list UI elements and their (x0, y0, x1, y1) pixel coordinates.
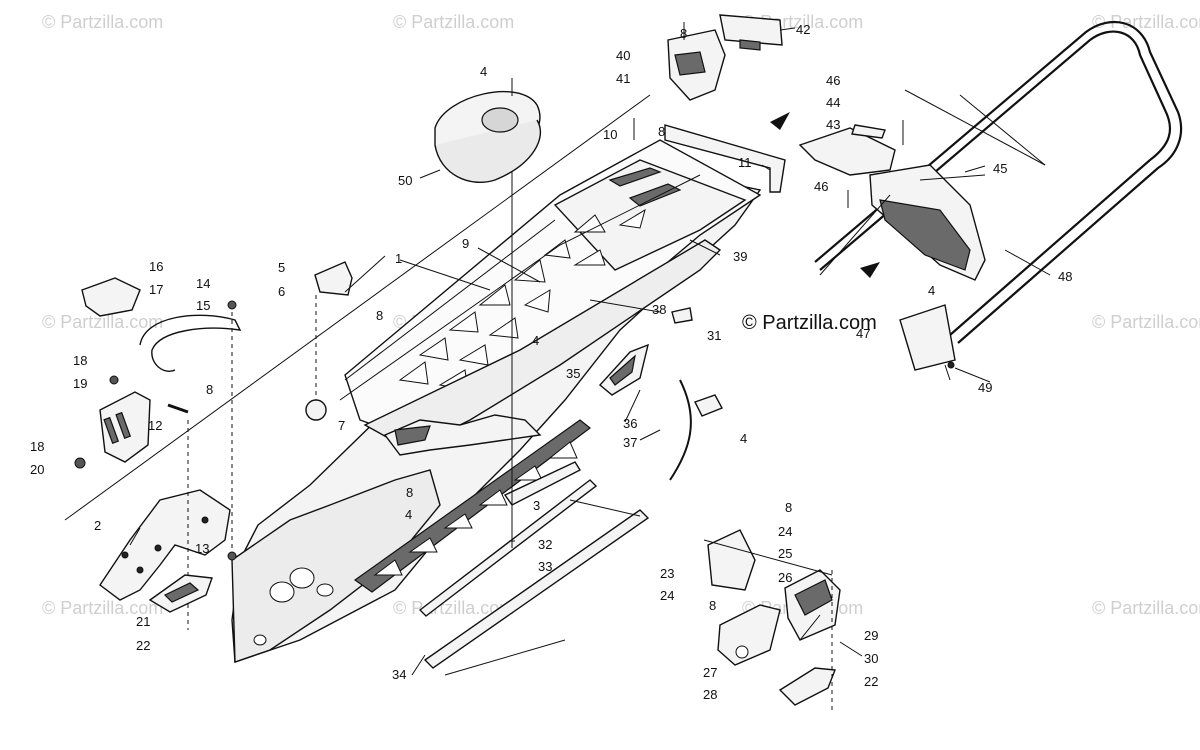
callout-24: 24 (660, 588, 674, 603)
callout-22: 22 (136, 638, 150, 653)
callout-30: 30 (864, 651, 878, 666)
tunnel-assembly (99, 118, 786, 663)
watermark-bottom-left: © Partzilla.com (42, 598, 164, 618)
callout-43: 43 (826, 117, 840, 132)
callout-37: 37 (623, 435, 637, 450)
callout-45: 45 (993, 161, 1007, 176)
callout-4: 4 (405, 507, 412, 522)
callout-46: 46 (814, 179, 828, 194)
storage-bag-part (434, 78, 542, 184)
watermark-top-center: © Partzilla.com (393, 12, 515, 32)
callout-19: 19 (73, 376, 87, 391)
callout-46: 46 (826, 73, 840, 88)
callout-9: 9 (462, 236, 469, 251)
callout-13: 13 (195, 541, 209, 556)
callout-2: 2 (94, 518, 101, 533)
callout-4: 4 (928, 283, 935, 298)
callout-7: 7 (338, 418, 345, 433)
callout-29: 29 (864, 628, 878, 643)
callout-8: 8 (206, 382, 213, 397)
callout-1: 1 (395, 251, 402, 266)
left-side-hardware (74, 261, 353, 630)
callout-38: 38 (652, 302, 666, 317)
callout-8: 8 (785, 500, 792, 515)
callout-8: 8 (680, 26, 687, 41)
callout-28: 28 (703, 687, 717, 702)
callout-23: 23 (660, 566, 674, 581)
callout-8: 8 (709, 598, 716, 613)
callout-8: 8 (376, 308, 383, 323)
callout-34: 34 (392, 667, 406, 682)
callout-8: 8 (658, 124, 665, 139)
partzilla-watermark: © Partzilla.com (742, 312, 877, 334)
callout-4: 4 (532, 333, 539, 348)
callout-41: 41 (616, 71, 630, 86)
callout-18: 18 (73, 353, 87, 368)
callout-21: 21 (136, 614, 150, 629)
callout-8: 8 (406, 485, 413, 500)
watermark-mid-left: © Partzilla.com (42, 312, 164, 332)
watermark-bottom-edge: © Partzilla.com (1092, 598, 1200, 618)
callout-36: 36 (623, 416, 637, 431)
callout-14: 14 (196, 276, 210, 291)
callout-32: 32 (538, 537, 552, 552)
callout-49: 49 (978, 380, 992, 395)
callout-11: 11 (738, 155, 752, 170)
callout-18: 18 (30, 439, 44, 454)
callout-3: 3 (533, 498, 540, 513)
cross-shaft-parts (418, 170, 650, 669)
rear-bumper-assembly (770, 20, 1183, 371)
callout-10: 10 (603, 127, 617, 142)
callout-20: 20 (30, 462, 44, 477)
callout-25: 25 (778, 546, 792, 561)
callout-4: 4 (740, 431, 747, 446)
callout-40: 40 (616, 48, 630, 63)
callout-5: 5 (278, 260, 285, 275)
callout-numbers: 1 2 3 4 4 4 4 4 5 6 7 8 8 8 8 8 8 8 9 10… (30, 22, 1072, 702)
callout-39: 39 (733, 249, 747, 264)
callout-44: 44 (826, 95, 840, 110)
callout-26: 26 (778, 570, 792, 585)
callout-22: 22 (864, 674, 878, 689)
callout-12: 12 (148, 418, 162, 433)
rear-hitch-parts (667, 14, 783, 101)
callout-31: 31 (707, 328, 721, 343)
callout-leaders (64, 27, 1051, 676)
callout-16: 16 (149, 259, 163, 274)
callout-48: 48 (1058, 269, 1072, 284)
watermark-top-left: © Partzilla.com (42, 12, 164, 32)
callout-4: 4 (480, 64, 487, 79)
watermark-top-edge: © Partzilla.com (1092, 12, 1200, 32)
callout-35: 35 (566, 366, 580, 381)
right-side-hardware (598, 307, 841, 712)
callout-50: 50 (398, 173, 412, 188)
callout-27: 27 (703, 665, 717, 680)
callout-47: 47 (856, 326, 870, 341)
callout-17: 17 (149, 282, 163, 297)
watermark-mid-edge: © Partzilla.com (1092, 312, 1200, 332)
callout-42: 42 (796, 22, 810, 37)
callout-15: 15 (196, 298, 210, 313)
callout-6: 6 (278, 284, 285, 299)
callout-24: 24 (778, 524, 792, 539)
callout-33: 33 (538, 559, 552, 574)
